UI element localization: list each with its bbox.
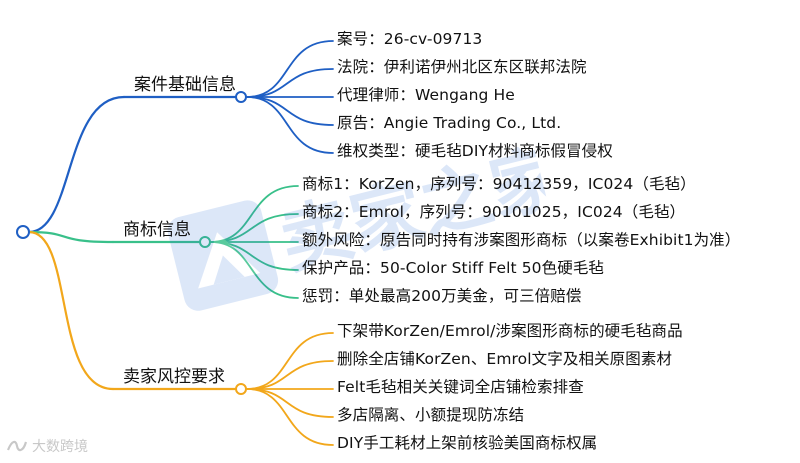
branch-label: 卖家风控要求 — [123, 367, 225, 387]
leaf-label: DIY手工耗材上架前核验美国商标权属 — [337, 434, 598, 452]
leaf-connector — [210, 241, 299, 299]
leaf-connector — [246, 96, 334, 154]
leaf-connector — [246, 360, 334, 390]
leaf-label: 商标2：Emrol，序列号：90101025，IC024（毛毡） — [302, 203, 686, 221]
leaf-connector — [210, 185, 299, 243]
leaf-label: Felt毛毡相关关键词全店铺检索排查 — [337, 378, 584, 396]
leaf-label: 多店隔离、小额提现防冻结 — [337, 406, 525, 424]
leaf-label: 删除全店铺KorZen、Emrol文字及相关原图素材 — [337, 350, 673, 368]
leaf-connector — [246, 96, 334, 126]
leaf-label: 商标1：KorZen，序列号：90412359，IC024（毛毡） — [302, 175, 696, 193]
leaf-label: 额外风险：原告同时持有涉案图形商标（以案卷Exhibit1为准） — [302, 231, 741, 249]
leaf-label: 案号：26-cv-09713 — [337, 30, 483, 48]
root-node — [16, 225, 30, 239]
leaf-label: 保护产品：50-Color Stiff Felt 50色硬毛毡 — [302, 259, 605, 277]
leaf-connector — [210, 213, 299, 243]
branch-connector — [27, 95, 126, 234]
branch-collapse-node — [199, 236, 211, 248]
leaf-connector — [246, 40, 334, 98]
branch-label: 商标信息 — [123, 220, 191, 240]
leaf-connector — [246, 332, 334, 390]
branch-connector — [27, 230, 115, 244]
brand-logo: 大数跨境 — [6, 436, 88, 456]
leaf-label: 代理律师：Wengang He — [337, 86, 515, 104]
leaf-label: 下架带KorZen/Emrol/涉案图形商标的硬毛毡商品 — [337, 322, 683, 340]
branch-collapse-node — [235, 383, 247, 395]
branch-connector — [27, 230, 115, 391]
leaf-connector — [246, 68, 334, 98]
leaf-connector — [246, 388, 334, 418]
leaf-connector — [246, 388, 334, 446]
leaf-label: 维权类型：硬毛毡DIY材料商标假冒侵权 — [337, 142, 613, 160]
branch-label: 案件基础信息 — [134, 75, 236, 95]
leaf-label: 原告：Angie Trading Co., Ltd. — [337, 114, 562, 132]
branch-collapse-node — [235, 91, 247, 103]
leaf-label: 惩罚：单处最高200万美金，可三倍赔偿 — [302, 287, 582, 305]
brand-logo-icon — [6, 440, 28, 452]
leaf-label: 法院：伊利诺伊州北区东区联邦法院 — [337, 58, 587, 76]
brand-logo-text: 大数跨境 — [32, 439, 88, 455]
